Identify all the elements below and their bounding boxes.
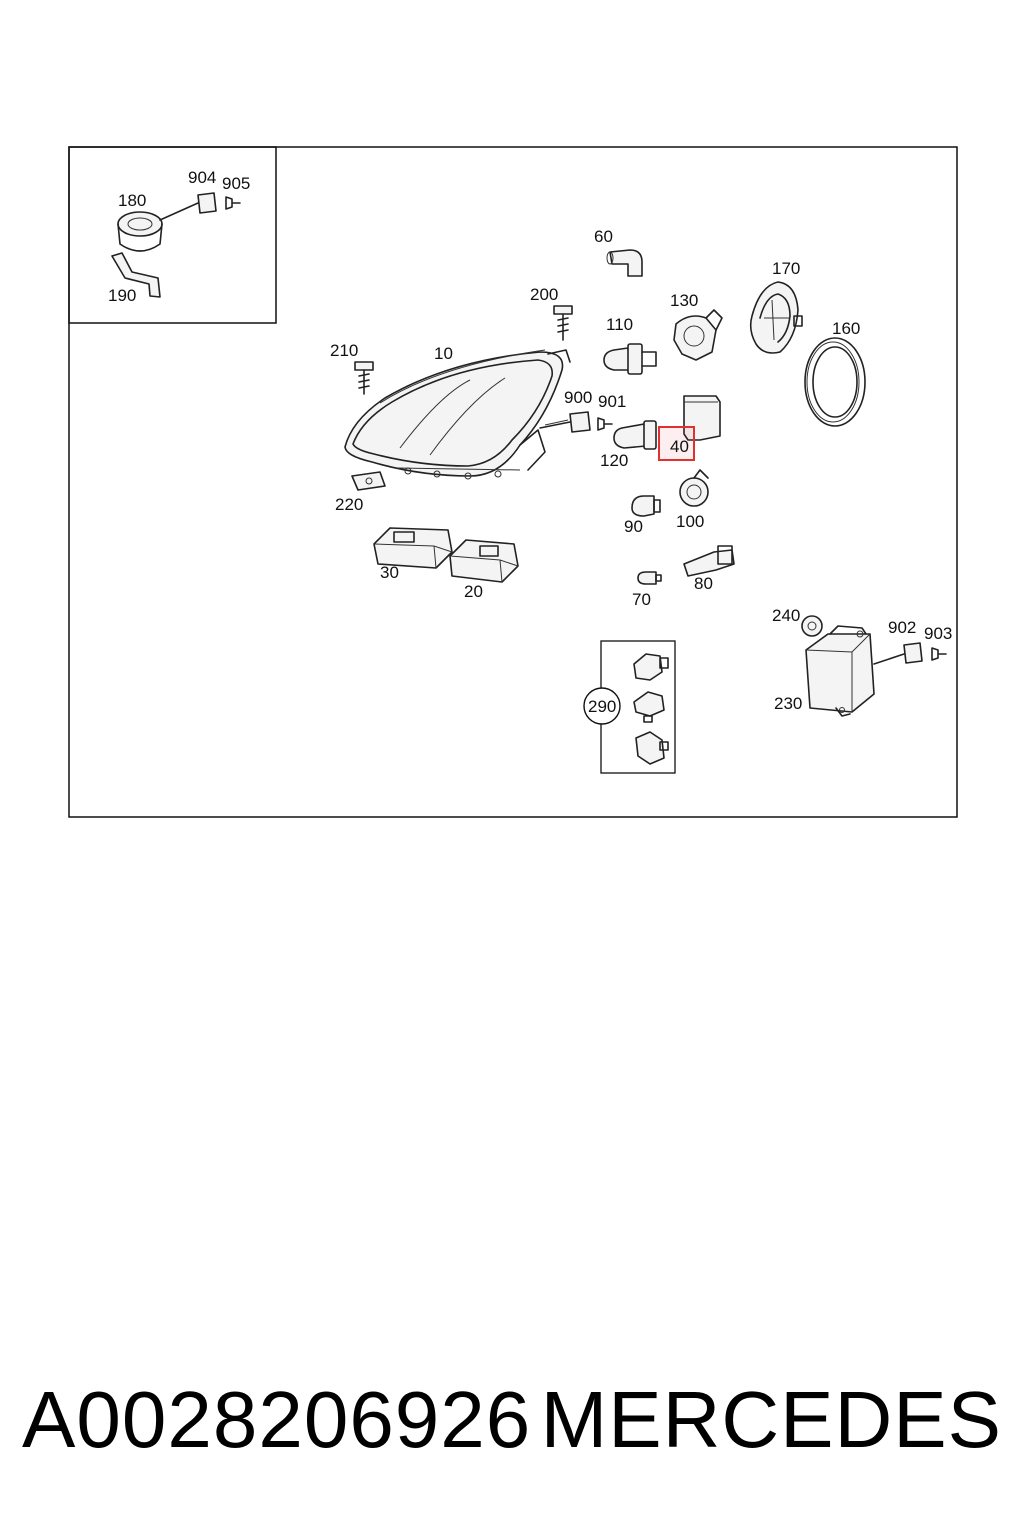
ballast-30[interactable] — [373, 527, 453, 569]
kit-circle-290 — [583, 687, 621, 725]
callout-80: 80 — [694, 574, 713, 593]
connector-904[interactable] — [197, 192, 217, 214]
callout-901: 901 — [598, 392, 626, 411]
callout-904: 904 — [188, 168, 216, 187]
callout-240: 240 — [772, 606, 800, 625]
pin-901[interactable] — [597, 417, 613, 431]
kit-clip-290-c[interactable] — [635, 731, 669, 765]
bulb-110[interactable] — [603, 343, 657, 375]
socket-100[interactable] — [679, 469, 709, 507]
washer-240[interactable] — [801, 615, 823, 637]
callout-130: 130 — [670, 291, 698, 310]
callout-100: 100 — [676, 512, 704, 531]
callout-180: 180 — [118, 191, 146, 210]
pin-905[interactable] — [225, 196, 241, 210]
callout-220: 220 — [335, 495, 363, 514]
headlight-housing-10[interactable] — [344, 349, 571, 480]
housing-cap-170[interactable] — [749, 281, 803, 354]
callout-120: 120 — [600, 451, 628, 470]
clip-220[interactable] — [351, 471, 386, 491]
inset-frame — [68, 146, 277, 324]
callout-210: 210 — [330, 341, 358, 360]
footer: A0028206926 MERCEDES — [0, 1370, 1024, 1470]
highlight-box-40 — [658, 426, 695, 461]
callout-160: 160 — [832, 319, 860, 338]
bulb-90[interactable] — [631, 495, 661, 517]
callout-30: 30 — [380, 563, 399, 582]
kit-clip-290-a[interactable] — [633, 653, 669, 681]
connector-902[interactable] — [903, 642, 923, 664]
diagram-frame — [68, 146, 958, 818]
kit-clip-290-b[interactable] — [633, 691, 665, 723]
leveling-motor-180[interactable] — [117, 202, 199, 252]
screw-210[interactable] — [354, 361, 374, 395]
callout-200: 200 — [530, 285, 558, 304]
callout-70: 70 — [632, 590, 651, 609]
control-module-230[interactable] — [805, 625, 905, 717]
callout-20: 20 — [464, 582, 483, 601]
callout-290: 290 — [588, 697, 616, 716]
part-number: A0028206926 — [22, 1375, 532, 1464]
callout-190: 190 — [108, 286, 136, 305]
pin-903[interactable] — [931, 647, 947, 661]
brand-name: MERCEDES — [540, 1375, 1002, 1464]
bulb-120[interactable] — [613, 420, 657, 450]
callout-903: 903 — [924, 624, 952, 643]
socket-130[interactable] — [673, 309, 723, 361]
callout-40: 40 — [670, 437, 689, 456]
bracket-190[interactable] — [111, 252, 161, 298]
connector-900[interactable] — [539, 411, 591, 433]
callout-60: 60 — [594, 227, 613, 246]
callout-902: 902 — [888, 618, 916, 637]
callout-110: 110 — [606, 315, 633, 334]
callout-90: 90 — [624, 517, 643, 536]
callout-230: 230 — [774, 694, 802, 713]
ballast-20[interactable] — [449, 539, 519, 583]
bulb-70[interactable] — [637, 571, 662, 585]
socket-80[interactable] — [683, 545, 735, 577]
screw-200[interactable] — [553, 305, 573, 341]
elbow-cap-60[interactable] — [606, 249, 643, 277]
callout-905: 905 — [222, 174, 250, 193]
seal-ring-160[interactable] — [804, 337, 866, 427]
callout-10: 10 — [434, 344, 453, 363]
callout-170: 170 — [772, 259, 800, 278]
callout-900: 900 — [564, 388, 592, 407]
